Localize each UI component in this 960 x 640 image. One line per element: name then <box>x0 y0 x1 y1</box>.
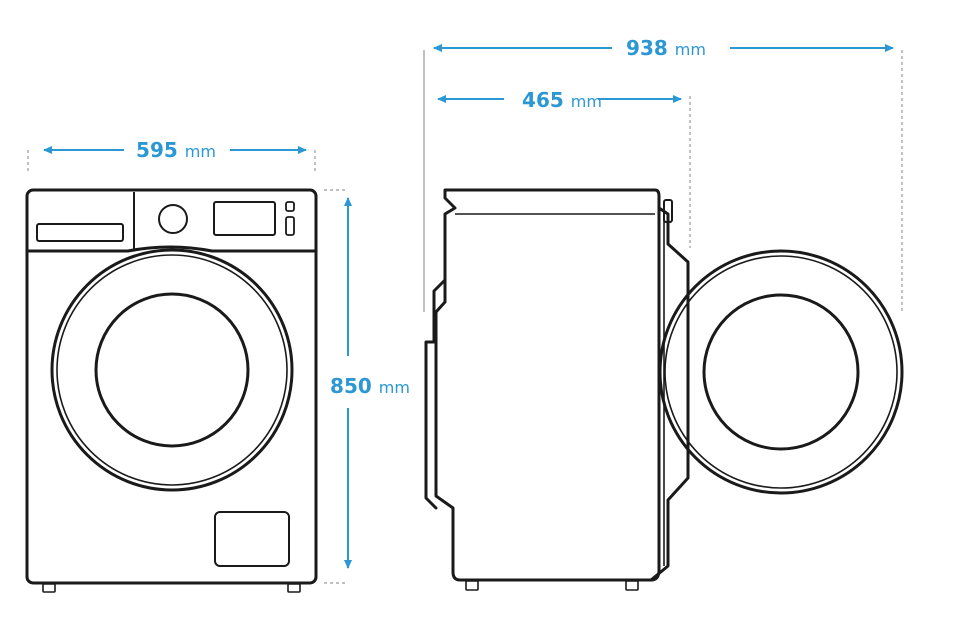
open-door-outer <box>658 249 904 495</box>
filter-cover <box>214 511 290 567</box>
height-label: 850 mm <box>330 374 410 398</box>
depth-label: 465 mm <box>522 88 602 112</box>
open-door-inner-ring <box>664 255 898 489</box>
depth-door-open-value: 938 <box>626 36 668 60</box>
depth-dimension: 465 mm <box>437 88 682 112</box>
width-dimension: 595 mm <box>27 138 316 172</box>
door-inner-ring <box>56 254 288 486</box>
detergent-drawer-handle <box>36 223 124 242</box>
depth-door-open-unit: mm <box>675 40 706 59</box>
program-dial <box>158 204 188 234</box>
door-glass <box>94 292 250 448</box>
display-panel <box>213 201 276 236</box>
width-label: 595 mm <box>136 138 216 162</box>
side-foot-front <box>625 580 639 591</box>
height-unit: mm <box>379 378 410 397</box>
depth-door-open-dimension: 938 mm <box>433 36 894 60</box>
rear-panel-bulge <box>424 278 447 510</box>
door-outer-ring <box>50 248 294 492</box>
side-cabinet-outline <box>434 188 661 582</box>
depth-value: 465 <box>522 88 564 112</box>
open-door-glass <box>702 293 860 451</box>
width-unit: mm <box>185 142 216 161</box>
start-button <box>285 216 295 236</box>
front-foot-left <box>42 583 56 593</box>
side-view <box>424 188 904 591</box>
depth-unit: mm <box>571 92 602 111</box>
height-value: 850 <box>330 374 372 398</box>
front-face-profile <box>649 206 690 582</box>
depth-door-open-label: 938 mm <box>626 36 706 60</box>
power-button <box>285 201 295 212</box>
width-value: 595 <box>136 138 178 162</box>
front-view <box>25 188 318 593</box>
height-dimension: 850 mm <box>324 189 410 584</box>
control-panel-line <box>27 245 316 253</box>
front-body-outline <box>25 188 318 585</box>
side-dial-knob <box>663 199 673 223</box>
side-foot-rear <box>465 580 479 591</box>
front-foot-right <box>287 583 301 593</box>
